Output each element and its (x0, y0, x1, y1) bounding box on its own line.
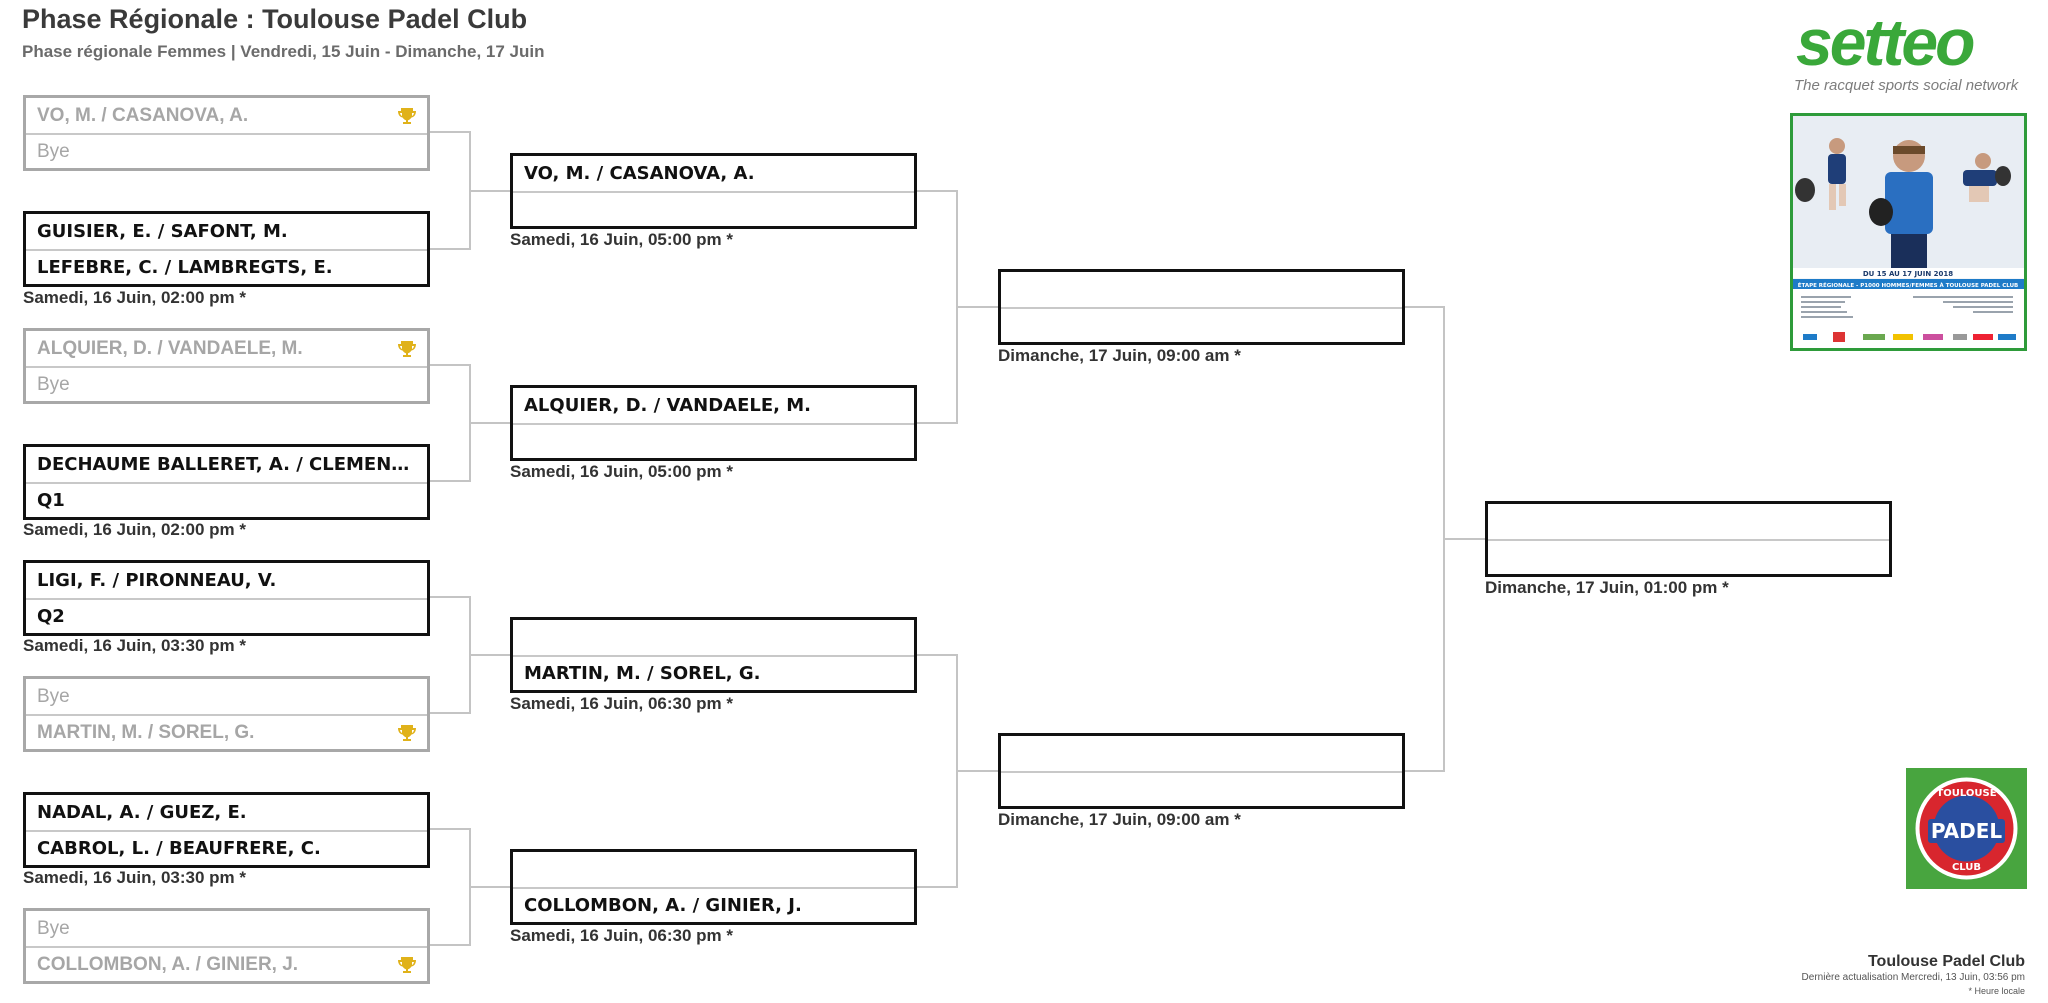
brand-tagline: The racquet sports social network (1794, 77, 2019, 94)
match-time: Samedi, 16 Juin, 06:30 pm * (510, 926, 733, 945)
match-r1-1[interactable]: VO, M. / CASANOVA, A. Bye (23, 95, 430, 171)
page-title: Phase Régionale : Toulouse Padel Club (22, 4, 528, 34)
match-r1-7[interactable]: NADAL, A. / GUEZ, E. CABROL, L. / BEAUFR… (23, 792, 430, 868)
team-name[interactable]: Q2 (37, 606, 65, 627)
team-name[interactable] (1499, 504, 1859, 540)
brand-name: setteo (1796, 5, 1975, 79)
match-r2-4[interactable]: COLLOMBON, A. / GINIER, J. (510, 849, 917, 925)
match-r2-3[interactable]: MARTIN, M. / SOREL, G. (510, 617, 917, 693)
team-name[interactable]: CABROL, L. / BEAUFRERE, C. (37, 838, 321, 859)
team-name[interactable]: MARTIN, M. / SOREL, G. (37, 722, 255, 743)
team-name[interactable]: LEFEBRE, C. / LAMBREGTS, E. (37, 257, 333, 278)
club-badge-icon: TOULOUSE PADEL CLUB (1915, 777, 2018, 880)
match-r1-8[interactable]: Bye COLLOMBON, A. / GINIER, J. (23, 908, 430, 984)
setteo-logo[interactable]: setteo The racquet sports social network (1792, 2, 2027, 98)
team-name[interactable] (524, 424, 884, 460)
footer-note: * Heure locale (1968, 986, 2025, 996)
match-final[interactable] (1485, 501, 1892, 577)
team-name[interactable] (1012, 772, 1372, 808)
trophy-icon (398, 957, 416, 973)
match-time: Samedi, 16 Juin, 03:30 pm * (23, 868, 246, 887)
match-r2-2[interactable]: ALQUIER, D. / VANDAELE, M. (510, 385, 917, 461)
team-name[interactable]: DECHAUME BALLERET, A. / CLEMENT, K... (37, 454, 419, 475)
poster-event: ÉTAPE RÉGIONALE - P1000 HOMMES/FEMMES À … (1798, 281, 2018, 289)
toulouse-padel-club-logo[interactable]: TOULOUSE PADEL CLUB (1906, 768, 2027, 889)
match-time: Samedi, 16 Juin, 02:00 pm * (23, 288, 246, 307)
team-name[interactable] (524, 192, 884, 228)
team-name[interactable]: LIGI, F. / PIRONNEAU, V. (37, 570, 277, 591)
match-r1-3[interactable]: ALQUIER, D. / VANDAELE, M. Bye (23, 328, 430, 404)
match-time: Samedi, 16 Juin, 05:00 pm * (510, 462, 733, 481)
team-name[interactable]: MARTIN, M. / SOREL, G. (524, 663, 761, 684)
match-time: Dimanche, 17 Juin, 09:00 am * (998, 810, 1241, 829)
trophy-icon (398, 725, 416, 741)
footer-club-name: Toulouse Padel Club (1867, 953, 2025, 970)
club-logo-top: TOULOUSE (1936, 788, 1996, 799)
match-r1-2[interactable]: GUISIER, E. / SAFONT, M. LEFEBRE, C. / L… (23, 211, 430, 287)
team-name[interactable] (1499, 540, 1859, 576)
team-name[interactable]: Bye (37, 374, 70, 395)
team-name[interactable]: GUISIER, E. / SAFONT, M. (37, 221, 288, 242)
match-time: Samedi, 16 Juin, 02:00 pm * (23, 520, 246, 539)
poster-image: DU 15 AU 17 JUIN 2018 ÉTAPE RÉGIONALE - … (1793, 116, 2024, 348)
club-logo-bottom: CLUB (1952, 862, 1981, 873)
team-name[interactable] (524, 852, 884, 888)
match-r3-2[interactable] (998, 733, 1405, 809)
team-name[interactable]: VO, M. / CASANOVA, A. (37, 105, 249, 126)
team-name[interactable]: VO, M. / CASANOVA, A. (524, 163, 755, 184)
team-name[interactable]: ALQUIER, D. / VANDAELE, M. (37, 338, 303, 359)
trophy-icon (398, 108, 416, 124)
match-time: Samedi, 16 Juin, 03:30 pm * (23, 636, 246, 655)
match-r2-1[interactable]: VO, M. / CASANOVA, A. (510, 153, 917, 229)
match-r1-5[interactable]: LIGI, F. / PIRONNEAU, V. Q2 (23, 560, 430, 636)
team-name[interactable]: Bye (37, 918, 70, 939)
footer-last-updated: Dernière actualisation Mercredi, 13 Juin… (1801, 972, 2025, 983)
team-name[interactable] (524, 620, 884, 656)
match-time: Dimanche, 17 Juin, 01:00 pm * (1485, 578, 1729, 597)
club-logo-middle: PADEL (1931, 819, 2003, 843)
team-name[interactable]: Q1 (37, 490, 65, 511)
page-subtitle: Phase régionale Femmes | Vendredi, 15 Ju… (22, 42, 545, 61)
match-time: Dimanche, 17 Juin, 09:00 am * (998, 346, 1241, 365)
team-name[interactable]: Bye (37, 686, 70, 707)
match-r3-1[interactable] (998, 269, 1405, 345)
team-name[interactable]: COLLOMBON, A. / GINIER, J. (37, 954, 299, 975)
poster-dates: DU 15 AU 17 JUIN 2018 (1863, 270, 1953, 278)
match-time: Samedi, 16 Juin, 05:00 pm * (510, 230, 733, 249)
team-name[interactable]: ALQUIER, D. / VANDAELE, M. (524, 395, 811, 416)
team-name[interactable] (1012, 736, 1372, 772)
match-r1-6[interactable]: Bye MARTIN, M. / SOREL, G. (23, 676, 430, 752)
team-name[interactable] (1012, 272, 1372, 308)
team-name[interactable]: Bye (37, 141, 70, 162)
team-name[interactable]: NADAL, A. / GUEZ, E. (37, 802, 247, 823)
match-r1-4[interactable]: DECHAUME BALLERET, A. / CLEMENT, K... Q1 (23, 444, 430, 520)
event-poster[interactable]: DU 15 AU 17 JUIN 2018 ÉTAPE RÉGIONALE - … (1790, 113, 2027, 351)
team-name[interactable]: COLLOMBON, A. / GINIER, J. (524, 895, 802, 916)
match-time: Samedi, 16 Juin, 06:30 pm * (510, 694, 733, 713)
trophy-icon (398, 341, 416, 357)
team-name[interactable] (1012, 308, 1372, 344)
